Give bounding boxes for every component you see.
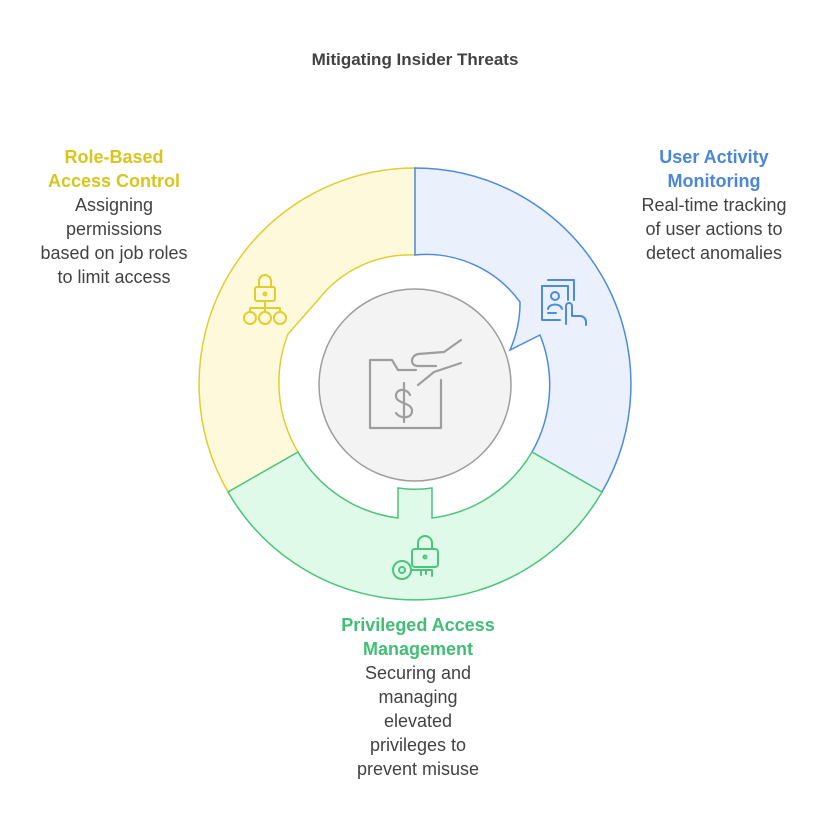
user-document-touch-icon <box>541 279 587 326</box>
rbac-description-line: to limit access <box>57 267 171 287</box>
rbac-heading: Role-Based Access Control <box>24 145 204 193</box>
pam-description-line: prevent misuse <box>356 759 480 779</box>
rbac-description-line: based on job roles <box>40 243 188 263</box>
rbac-heading-line: Role-Based <box>64 147 164 167</box>
pam-heading-line: Privileged Access <box>341 615 495 635</box>
diagram-title: Mitigating Insider Threats <box>311 50 519 69</box>
pam-heading: Privileged Access Management <box>318 613 518 661</box>
rbac-description-line: permissions <box>65 219 163 239</box>
segment-privileged-access-management <box>226 450 604 601</box>
uam-description: Real-time tracking of user actions to de… <box>624 193 804 265</box>
pam-description-line: privileges to <box>369 735 467 755</box>
rbac-description: Assigning permissions based on job roles… <box>24 193 204 289</box>
uam-description-line: of user actions to <box>645 219 783 239</box>
pam-description: Securing and managing elevated privilege… <box>318 661 518 781</box>
role-hierarchy-lock-icon <box>243 274 287 325</box>
hand-money-folder-icon <box>368 338 463 430</box>
pam-description-line: elevated <box>383 711 453 731</box>
uam-description-line: Real-time tracking <box>641 195 787 215</box>
segment-role-based-access-control <box>198 167 416 494</box>
rbac-text-block: Role-Based Access Control Assigning perm… <box>24 145 204 289</box>
rbac-heading-line: Access Control <box>47 171 181 191</box>
uam-heading-line: Monitoring <box>667 171 761 191</box>
pam-text-block: Privileged Access Management Securing an… <box>318 613 518 781</box>
rbac-description-line: Assigning <box>74 195 154 215</box>
uam-heading: User Activity Monitoring <box>624 145 804 193</box>
uam-heading-line: User Activity <box>659 147 769 167</box>
pam-description-line: managing <box>378 687 458 707</box>
pam-heading-line: Management <box>362 639 474 659</box>
key-lock-icon <box>392 535 439 580</box>
uam-text-block: User Activity Monitoring Real-time track… <box>624 145 804 265</box>
center-circle <box>318 288 512 482</box>
pam-description-line: Securing and <box>364 663 472 683</box>
uam-description-line: detect anomalies <box>645 243 783 263</box>
